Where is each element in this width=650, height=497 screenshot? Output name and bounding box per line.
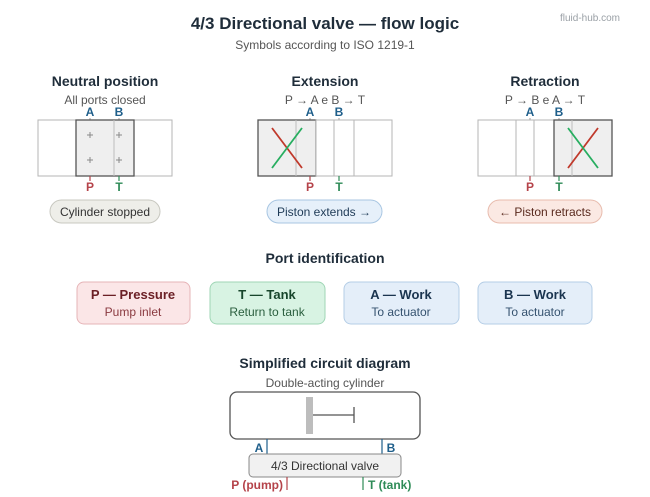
cylinder-piston xyxy=(306,397,313,434)
status-badge xyxy=(266,199,383,224)
status-badge-text: Piston extends → xyxy=(277,205,371,219)
port-b-label: B xyxy=(335,105,344,119)
port-card-work-a: A — Work To actuator xyxy=(343,281,460,325)
circuit-valve-box xyxy=(248,453,402,478)
port-card-description: To actuator xyxy=(371,305,430,319)
circuit-pump-label: P (pump) xyxy=(231,478,283,492)
closed-port-marks xyxy=(87,132,122,163)
port-card-label: B — Work xyxy=(504,287,567,302)
port-card-tank: T — Tank Return to tank xyxy=(209,281,326,325)
port-card-bg xyxy=(477,281,593,325)
position-title: Extension xyxy=(292,73,359,89)
flow-line-a-to-t xyxy=(567,127,599,169)
port-b-label: B xyxy=(115,105,124,119)
port-t-label: T xyxy=(335,180,343,194)
position-description: P → B e A → T xyxy=(505,93,586,107)
ports-section-title: Port identification xyxy=(266,250,385,266)
status-badge-text: ← Piston retracts xyxy=(499,205,591,219)
circuit-subtitle: Double-acting cylinder xyxy=(266,376,385,390)
port-card-label: T — Tank xyxy=(238,287,296,302)
port-b-label: B xyxy=(555,105,564,119)
neutral-position: Neutral position All ports closed A B P … xyxy=(37,73,173,224)
port-card-work-b: B — Work To actuator xyxy=(477,281,593,325)
retraction-position: Retraction P → B e A → T A B P T ← Pisto… xyxy=(477,73,613,224)
source-label: fluid-hub.com xyxy=(560,13,620,24)
port-t-label: T xyxy=(555,180,563,194)
port-a-label: A xyxy=(526,105,535,119)
port-card-label: P — Pressure xyxy=(91,287,175,302)
port-card-description: Pump inlet xyxy=(105,305,162,319)
port-t-label: T xyxy=(115,180,123,194)
port-p-label: P xyxy=(86,180,94,194)
port-card-bg xyxy=(76,281,191,325)
valve-left-box xyxy=(37,119,77,177)
port-card-description: Return to tank xyxy=(229,305,305,319)
page-subtitle: Symbols according to ISO 1219-1 xyxy=(235,38,415,52)
port-a-label: A xyxy=(86,105,95,119)
valve-right-box xyxy=(133,119,173,177)
position-title: Neutral position xyxy=(52,73,159,89)
valve-active-box xyxy=(75,119,135,177)
circuit-tank-label: T (tank) xyxy=(368,478,411,492)
position-description: All ports closed xyxy=(64,93,145,107)
circuit-port-b-label: B xyxy=(387,441,396,455)
port-p-label: P xyxy=(526,180,534,194)
page-title: 4/3 Directional valve — flow logic xyxy=(191,14,459,33)
port-card-description: To actuator xyxy=(505,305,564,319)
flow-line-b-to-t xyxy=(271,127,303,169)
port-a-label: A xyxy=(306,105,315,119)
port-card-bg xyxy=(209,281,326,325)
circuit-title: Simplified circuit diagram xyxy=(239,355,410,371)
status-badge-text: Cylinder stopped xyxy=(60,205,150,219)
circuit-valve-label: 4/3 Directional valve xyxy=(271,459,379,473)
circuit-port-a-label: A xyxy=(255,441,264,455)
status-badge xyxy=(487,199,603,224)
position-title: Retraction xyxy=(510,73,579,89)
position-description: P → A e B → T xyxy=(285,93,366,107)
port-card-label: A — Work xyxy=(370,287,432,302)
port-card-pressure: P — Pressure Pump inlet xyxy=(76,281,191,325)
port-p-label: P xyxy=(306,180,314,194)
extension-position: Extension P → A e B → T A B P T Piston e… xyxy=(257,73,393,224)
status-badge xyxy=(49,199,161,224)
port-card-bg xyxy=(343,281,460,325)
